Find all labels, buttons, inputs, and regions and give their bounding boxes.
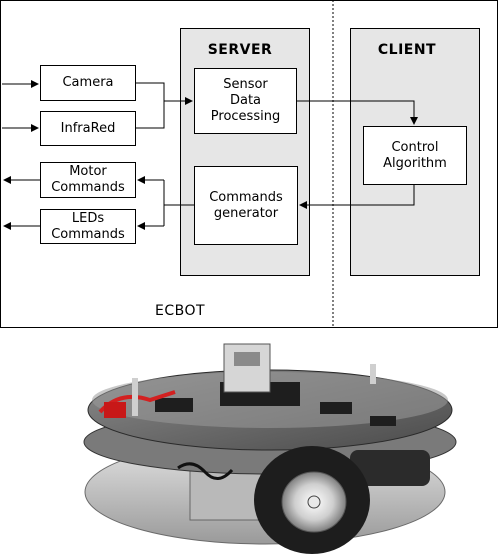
sensor-data-processing-block: Sensor Data Processing [194, 68, 297, 134]
ecbot-robot-photo [83, 343, 457, 554]
camera-block: Camera [40, 65, 136, 101]
sensor-to-control-arrow [297, 100, 418, 125]
infrared-to-merge [136, 101, 165, 129]
leds-commands-block: LEDs Commands [40, 209, 136, 244]
small-chip-2 [320, 402, 352, 414]
commands-generator-block: Commands generator [194, 166, 298, 245]
control-algorithm-block: Control Algorithm [363, 126, 467, 185]
motor-commands-block: Motor Commands [40, 162, 136, 198]
camera-to-merge [136, 82, 165, 101]
client-title: CLIENT [377, 42, 437, 58]
usb-slot [234, 352, 260, 366]
wheel-axle [307, 495, 321, 509]
server-title: SERVER [207, 42, 273, 58]
standoff-post-right [370, 364, 376, 384]
small-chip-1 [155, 398, 193, 412]
black-cable [177, 462, 234, 480]
control-to-commands-arrow [299, 185, 415, 209]
infrared-block: InfraRed [40, 111, 136, 146]
small-chip-3 [370, 416, 396, 426]
standoff-post-left [132, 378, 138, 416]
motor-housing [350, 450, 430, 486]
red-component [104, 402, 126, 418]
usb-connector [223, 343, 271, 393]
commands-to-split [163, 180, 194, 206]
ecbot-label: ECBOT [154, 303, 206, 319]
diagram-connectors [2, 0, 418, 326]
